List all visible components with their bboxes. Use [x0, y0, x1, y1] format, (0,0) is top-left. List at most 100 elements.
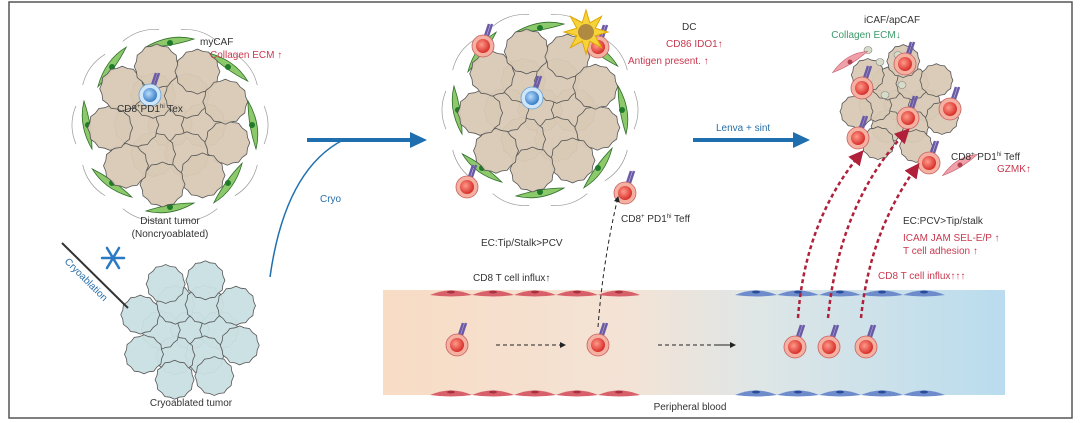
- ecm-fiber: [604, 149, 628, 182]
- ecm-fiber: [441, 90, 447, 130]
- mycaf-label: myCAF: [200, 37, 233, 48]
- tumor-cell: [185, 260, 226, 301]
- effector-t-cell: [938, 86, 962, 121]
- influx-up3-label: CD8 T cell influx↑↑↑: [878, 271, 965, 282]
- tumor-cell: [120, 294, 161, 335]
- tex-label: CD8+PD1hi Tex: [117, 104, 183, 115]
- ecm-fiber: [234, 53, 258, 86]
- collagen-ecm-up-label: Collagen ECM ↑: [210, 50, 282, 61]
- caf-cell: [582, 146, 613, 189]
- ec-tip-stalk-label: EC:Tip/Stalk>PCV: [481, 238, 563, 249]
- effector-t-cell: [586, 322, 610, 357]
- t-cell-adhesion-label: T cell adhesion ↑: [903, 246, 978, 257]
- distant-tumor: [71, 29, 269, 221]
- migration-arrow: [597, 196, 620, 328]
- ecm-fiber: [122, 29, 160, 42]
- tumor-cell: [216, 285, 256, 326]
- effector-t-cell: [850, 65, 874, 100]
- tumor-cell: [574, 104, 621, 151]
- icam-jam-label: ICAM JAM SEL-E/P ↑: [903, 233, 1000, 244]
- lenva-sint-arrow: [693, 132, 810, 148]
- tumor-cell: [503, 28, 550, 75]
- debris: [897, 81, 907, 89]
- exhausted-t-cell: [520, 75, 544, 110]
- caf-cell: [514, 187, 566, 199]
- infiltration-arrow: [859, 162, 920, 319]
- blood-vessel: [383, 290, 1005, 397]
- ecm-fiber: [82, 164, 106, 197]
- antigen-presentation-label: Antigen present. ↑: [628, 56, 709, 67]
- cryo-label: Cryo: [320, 194, 342, 205]
- tumor-cell: [473, 127, 519, 174]
- caf-cell: [206, 52, 249, 83]
- gzmk-label: GZMK↑: [997, 164, 1031, 175]
- tumor-cell: [469, 50, 516, 97]
- tumor-cell: [202, 78, 249, 125]
- cryoablated-tumor-label: Cryoablated tumor: [150, 398, 233, 409]
- tumor-cell: [219, 325, 260, 366]
- tumor-cell: [194, 356, 235, 396]
- debris: [880, 91, 890, 99]
- ecm-fiber: [122, 208, 160, 221]
- effector-t-cell: [854, 324, 878, 359]
- effector-t-cell: [455, 164, 479, 199]
- caf-cell: [144, 202, 196, 214]
- tumor-cell: [103, 142, 149, 189]
- tumor-cell: [145, 264, 186, 304]
- effector-t-cell: [783, 324, 807, 359]
- caf-cell: [212, 161, 243, 204]
- exhausted-t-cell: [138, 72, 162, 107]
- ecm-fiber: [234, 164, 258, 197]
- infiltration-arrow: [796, 150, 864, 319]
- ecm-fiber: [263, 105, 269, 145]
- noncryoablated-label: (Noncryoablated): [132, 229, 209, 240]
- peripheral-blood-label: Peripheral blood: [654, 402, 727, 413]
- tumor-cell: [919, 63, 954, 98]
- debris: [875, 58, 885, 66]
- dendritic-cell-icon: [562, 8, 610, 56]
- caf-cell: [91, 167, 134, 198]
- dc-label: DC: [682, 22, 696, 33]
- ecm-fiber: [633, 90, 639, 130]
- ecm-fiber: [71, 105, 77, 145]
- ec-pcv-label: EC:PCV>Tip/stalk: [903, 216, 984, 227]
- lenva-sint-label: Lenva + sint: [716, 123, 770, 134]
- ecm-fiber: [82, 53, 106, 86]
- ecm-fiber: [180, 29, 218, 42]
- ecm-fiber: [180, 208, 218, 221]
- tumor-cell: [139, 161, 186, 208]
- effector-t-cell: [471, 23, 495, 58]
- tumor-cell: [154, 359, 195, 400]
- tumor-cell: [124, 334, 164, 375]
- icaf-cell: [831, 51, 869, 74]
- cd86-ido1-label: CD86 IDO1↑: [666, 39, 723, 50]
- tumor-cell: [133, 43, 180, 90]
- effector-t-cell: [846, 115, 870, 150]
- ecm-fiber: [492, 14, 530, 27]
- tumor-cell: [572, 63, 619, 110]
- influx-label: CD8 T cell influx↑: [473, 273, 550, 284]
- tumor-cell: [509, 146, 556, 193]
- effector-t-cell: [917, 140, 941, 175]
- effector-t-cell: [896, 95, 920, 130]
- caf-cell: [617, 84, 629, 136]
- caf-cell: [461, 152, 504, 183]
- cryo-arrow: [269, 132, 427, 278]
- teff-label-right: CD8+ PD1hi Teff: [951, 152, 1020, 163]
- distant-tumor-label: Distant tumor: [140, 216, 200, 227]
- effector-t-cell: [445, 322, 469, 357]
- ecm-fiber: [492, 193, 530, 206]
- effector-t-cell: [817, 324, 841, 359]
- collagen-ecm-down-label: Collagen ECM↓: [831, 30, 900, 41]
- tumor-cell: [204, 119, 251, 166]
- cryoablated-tumor: [120, 260, 260, 400]
- snowflake-icon: [100, 246, 126, 270]
- cryoprobe: [61, 242, 129, 309]
- teff-label: CD8+ PD1hi Teff: [621, 214, 690, 225]
- icaf-apcaf-label: iCAF/apCAF: [864, 15, 920, 26]
- ecm-fiber: [452, 38, 476, 71]
- effector-t-cell: [893, 41, 917, 76]
- caf-cell: [247, 99, 259, 151]
- tumor-cell: [99, 65, 146, 112]
